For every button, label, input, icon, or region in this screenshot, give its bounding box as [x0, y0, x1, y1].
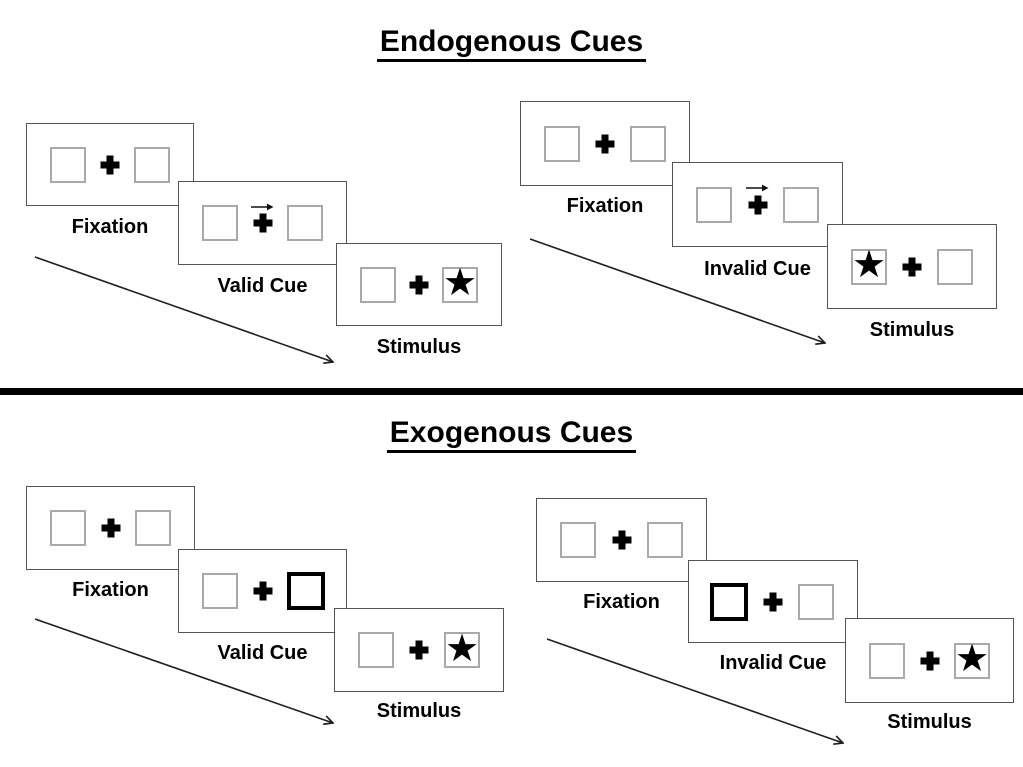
invalid-cue-panel [688, 560, 858, 643]
right-placeholder-box [287, 205, 323, 241]
target-star-box: ★ [851, 244, 887, 286]
exogenous-title: Exogenous Cues [0, 416, 1023, 453]
valid-cue-label: Valid Cue [217, 642, 308, 664]
right-placeholder-box [134, 146, 170, 183]
fixation-cross-icon [100, 155, 120, 174]
fixation-cross-icon [902, 257, 922, 276]
fixation-cross-icon [748, 195, 767, 214]
stimulus-label: Stimulus [887, 711, 972, 733]
valid-cue-panel [178, 181, 347, 265]
fixation-panel [536, 498, 707, 582]
right-placeholder-box [647, 522, 683, 558]
cue-highlight-box [287, 572, 325, 610]
left-placeholder-box [202, 573, 238, 609]
stimulus-label: Stimulus [869, 319, 955, 341]
fixation-cross-icon [253, 581, 272, 601]
fixation-cross-icon [101, 518, 120, 538]
star-icon: ★ [442, 262, 478, 304]
invalid-cue-panel [672, 162, 843, 247]
timeline-arrow [34, 256, 333, 362]
fixation-panel [520, 101, 690, 186]
right-placeholder-box [135, 510, 171, 546]
endogenous-title-text: Endogenous Cues [376, 25, 647, 62]
valid-cue-panel [178, 549, 347, 633]
cue-right-arrow-icon [745, 184, 768, 192]
fixation-label: Fixation [72, 579, 149, 601]
right-placeholder-box [798, 583, 834, 620]
fixation-panel [26, 486, 195, 570]
stimulus-label: Stimulus [376, 700, 462, 722]
left-placeholder-box [560, 522, 596, 558]
target-star-box: ★ [954, 638, 990, 680]
stimulus-panel: ★ [336, 243, 502, 326]
fixation-label: Fixation [583, 591, 660, 613]
section-divider [0, 388, 1023, 395]
fixation-cross-icon [409, 640, 429, 660]
fixation-label: Fixation [71, 216, 149, 238]
target-star-box: ★ [442, 262, 478, 304]
left-placeholder-box [869, 642, 905, 679]
left-placeholder-box [696, 186, 732, 223]
invalid-cue-label: Invalid Cue [719, 652, 827, 674]
fixation-cross-icon [253, 213, 272, 233]
stimulus-panel: ★ [334, 608, 504, 692]
right-placeholder-box [783, 186, 819, 223]
left-placeholder-box [50, 146, 86, 183]
right-placeholder-box [630, 125, 666, 162]
valid-cue-label: Valid Cue [217, 275, 308, 297]
fixation-cross-icon [595, 134, 615, 153]
timeline-arrow [529, 238, 825, 343]
target-star-box: ★ [444, 627, 480, 670]
fixation-cross-icon [920, 651, 939, 670]
star-icon: ★ [954, 638, 990, 680]
fixation-cross-icon [763, 592, 783, 611]
left-placeholder-box [544, 125, 580, 162]
exogenous-title-text: Exogenous Cues [386, 416, 637, 453]
fixation-cross-icon [612, 530, 631, 550]
star-icon: ★ [444, 627, 480, 670]
left-placeholder-box [358, 632, 394, 668]
invalid-cue-label: Invalid Cue [704, 258, 811, 280]
cue-right-arrow-icon [250, 203, 273, 211]
star-icon: ★ [851, 244, 887, 286]
fixation-cross-icon [409, 275, 429, 294]
left-placeholder-box [360, 266, 396, 303]
right-placeholder-box [937, 248, 973, 285]
endogenous-title: Endogenous Cues [0, 25, 1023, 62]
cue-highlight-box [710, 582, 748, 621]
stimulus-label: Stimulus [376, 336, 462, 358]
fixation-panel [26, 123, 194, 206]
stimulus-panel: ★ [845, 618, 1014, 703]
fixation-label: Fixation [566, 195, 644, 217]
stimulus-panel: ★ [827, 224, 997, 309]
left-placeholder-box [50, 510, 86, 546]
left-placeholder-box [202, 205, 238, 241]
timeline-arrow [34, 618, 333, 723]
